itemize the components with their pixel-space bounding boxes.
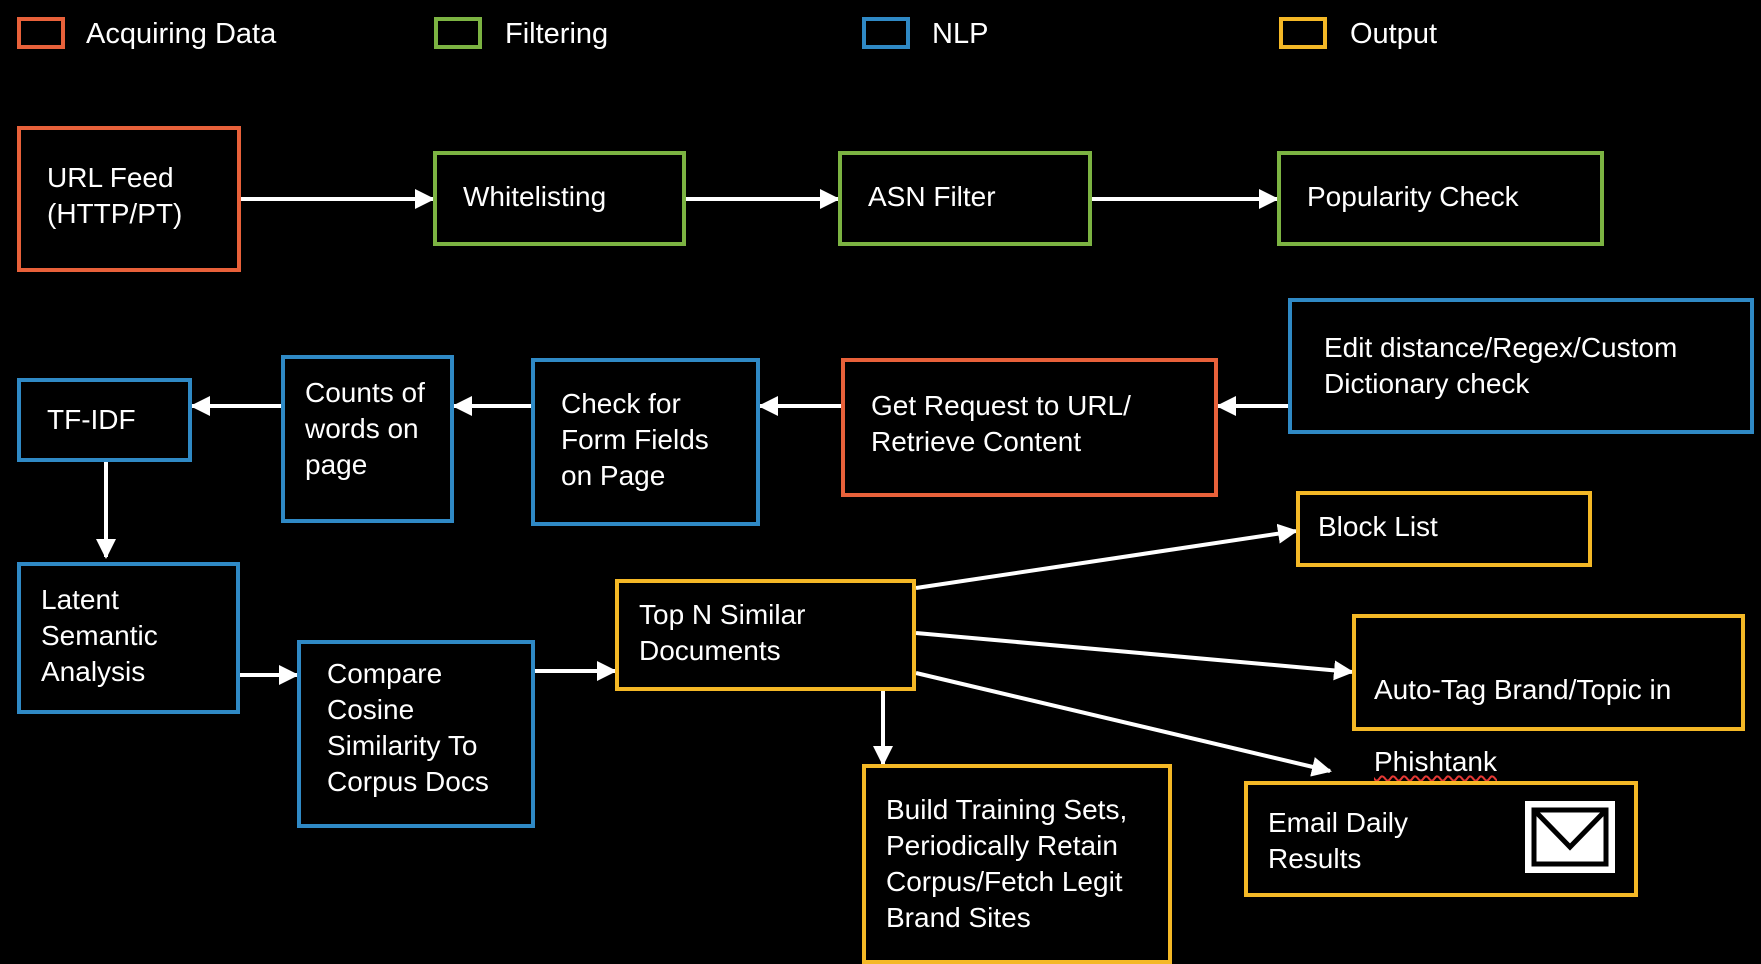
legend-label-output: Output [1350, 18, 1438, 50]
legend-label-acquiring: Acquiring Data [86, 18, 277, 50]
node-asn-filter: ASN Filter [838, 151, 1092, 246]
legend-swatch-acquiring [17, 17, 65, 49]
node-tfidf: TF-IDF [17, 378, 192, 462]
node-form-fields-check: Check for Form Fields on Page [531, 358, 760, 526]
legend-swatch-nlp [862, 17, 910, 49]
legend-label-nlp: NLP [932, 18, 989, 50]
envelope-icon [1525, 801, 1615, 873]
node-word-counts: Counts of words on page [281, 355, 454, 523]
node-edit-distance-check: Edit distance/Regex/Custom Dictionary ch… [1288, 298, 1754, 434]
arrow-topn-to-email [915, 671, 1332, 777]
node-training-sets: Build Training Sets, Periodically Retain… [862, 764, 1172, 964]
node-get-request: Get Request to URL/ Retrieve Content [841, 358, 1218, 497]
node-auto-tag: Auto-Tag Brand/Topic in Phishtank [1352, 614, 1745, 777]
legend-label-filtering: Filtering [505, 18, 609, 50]
node-email-daily-results: Email Daily Results [1244, 781, 1638, 897]
arrow-topn-to-autotag [915, 631, 1354, 681]
node-latent-semantic-analysis: Latent Semantic Analysis [17, 562, 240, 714]
node-url-feed: URL Feed (HTTP/PT) [17, 126, 241, 272]
auto-tag-line-1: Auto-Tag Brand/Topic in [1374, 674, 1672, 705]
node-block-list: Block List [1296, 491, 1592, 567]
node-whitelisting: Whitelisting [433, 151, 686, 246]
node-cosine-similarity: Compare Cosine Similarity To Corpus Docs [297, 640, 535, 828]
arrow-topn-to-blocklist [915, 523, 1298, 590]
node-top-n-similar: Top N Similar Documents [615, 579, 916, 691]
auto-tag-line-2: Phishtank [1374, 746, 1497, 777]
legend-swatch-filtering [434, 17, 482, 49]
node-popularity-check: Popularity Check [1277, 151, 1604, 246]
legend-swatch-output [1279, 17, 1327, 49]
